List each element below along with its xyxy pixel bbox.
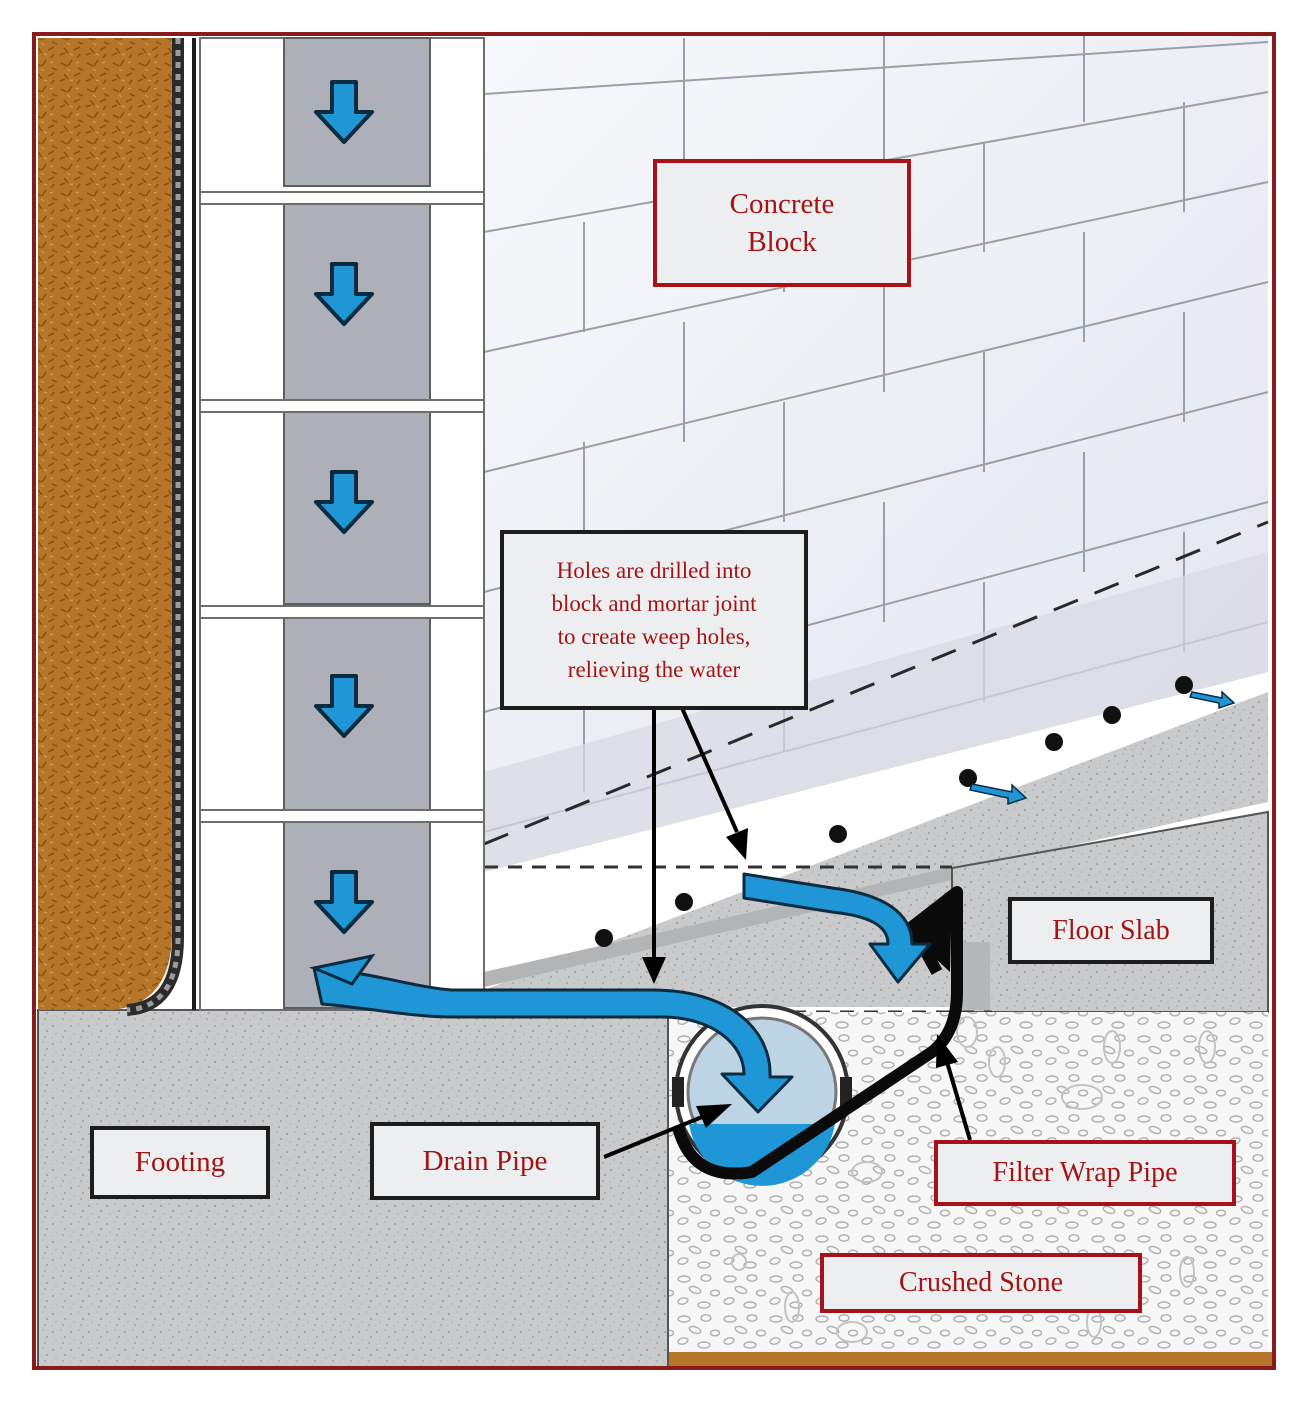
label-drain-pipe: Drain Pipe [370, 1122, 600, 1200]
weep-holes [595, 676, 1193, 947]
label-footing-text: Footing [134, 1146, 226, 1178]
label-floor-slab-text: Floor Slab [1052, 914, 1170, 946]
label-footing: Footing [90, 1126, 270, 1199]
slab-level-dashed-line [483, 520, 1269, 846]
label-concrete-block: Concrete Block [653, 159, 911, 287]
weep-flow-arrows [969, 690, 1236, 806]
label-floor-slab: Floor Slab [1008, 897, 1214, 964]
label-crushed-stone-text: Crushed Stone [898, 1267, 1064, 1298]
label-drain-pipe-text: Drain Pipe [422, 1144, 548, 1177]
weep-flow-arrow-icon [742, 872, 932, 984]
label-concrete-block-text: Concrete Block [729, 188, 835, 258]
block-cores [283, 37, 431, 1009]
leader-arrows [603, 707, 972, 1159]
label-filter-wrap-pipe: Filter Wrap Pipe [934, 1140, 1236, 1206]
water-flow-arrow-icon [312, 966, 794, 1114]
label-filter-wrap-pipe-text: Filter Wrap Pipe [992, 1157, 1178, 1188]
diagram-frame: Concrete Block Holes are drilled into bl… [32, 32, 1276, 1370]
label-weep-holes: Holes are drilled into block and mortar … [500, 530, 808, 710]
label-crushed-stone: Crushed Stone [820, 1253, 1142, 1313]
filter-wrap [672, 886, 963, 1180]
soil-backfill [38, 38, 172, 1010]
label-weep-holes-text: Holes are drilled into block and mortar … [551, 558, 757, 682]
